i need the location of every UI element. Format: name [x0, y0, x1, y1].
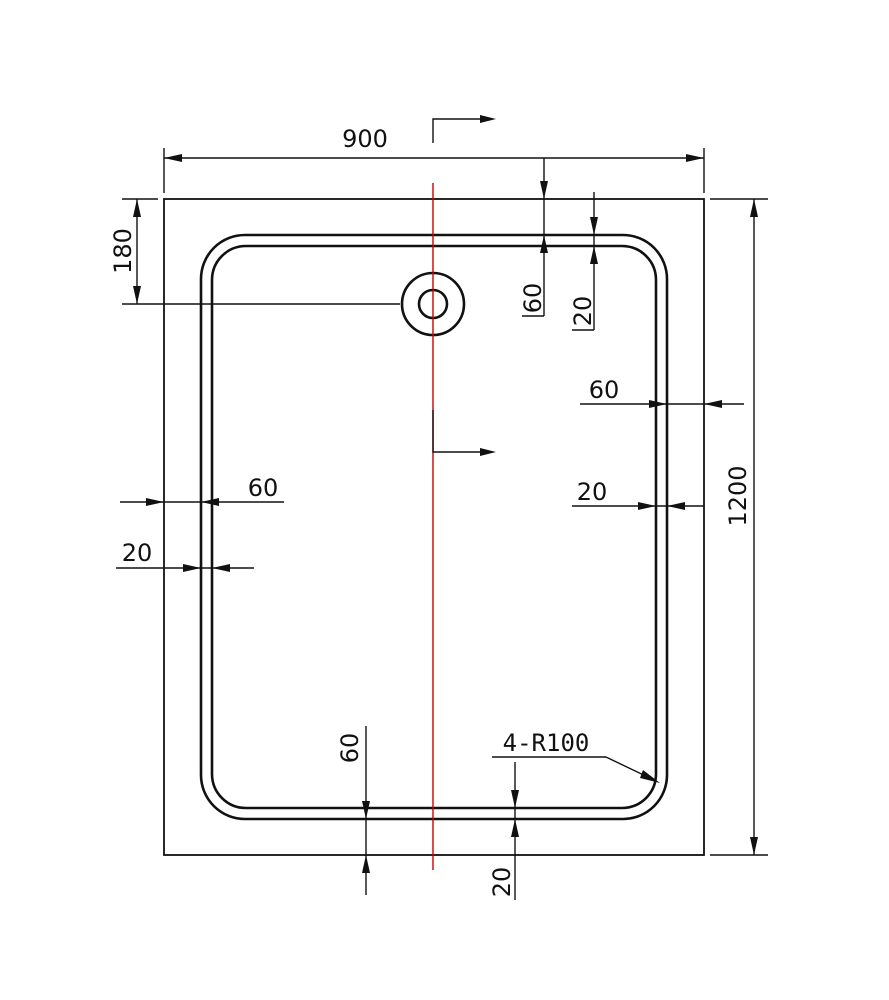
- left-rim-20-label: 20: [122, 539, 153, 567]
- corner-radius-label: 4-R100: [503, 729, 590, 757]
- right-rim-20-dimension: 20: [572, 478, 704, 510]
- left-rim-60-label: 60: [248, 474, 279, 502]
- top-rim-60-dimension: 60: [519, 158, 548, 317]
- section-marker-middle: [432, 410, 496, 456]
- rim-outer-edge: [199, 233, 669, 821]
- left-rim-20-dimension: 20: [116, 539, 254, 572]
- corner-radius-callout: 4-R100: [492, 729, 660, 783]
- right-rim-20-label: 20: [577, 478, 608, 506]
- bottom-rim-20-label: 20: [488, 867, 516, 898]
- bottom-rim-60-label: 60: [336, 733, 364, 764]
- width-label: 900: [342, 125, 388, 153]
- tray-outline: [163, 198, 705, 856]
- length-label: 1200: [724, 465, 752, 526]
- length-dimension: 1200: [710, 198, 768, 856]
- right-rim-60-label: 60: [589, 376, 620, 404]
- bottom-rim-20-dimension: 20: [488, 762, 519, 900]
- right-rim-60-dimension: 60: [580, 376, 744, 408]
- top-rim-20-dimension: 20: [569, 192, 598, 331]
- top-rim-60-label: 60: [519, 283, 547, 314]
- rim-inner-edge: [210, 244, 658, 810]
- left-rim-60-dimension: 60: [120, 474, 284, 506]
- drain-offset-dimension: 180: [109, 198, 400, 305]
- top-rim-20-label: 20: [569, 296, 597, 327]
- bottom-rim-60-dimension: 60: [336, 726, 370, 895]
- drain-offset-label: 180: [109, 228, 137, 274]
- width-dimension: 900: [163, 125, 705, 193]
- section-marker-top: [432, 115, 496, 143]
